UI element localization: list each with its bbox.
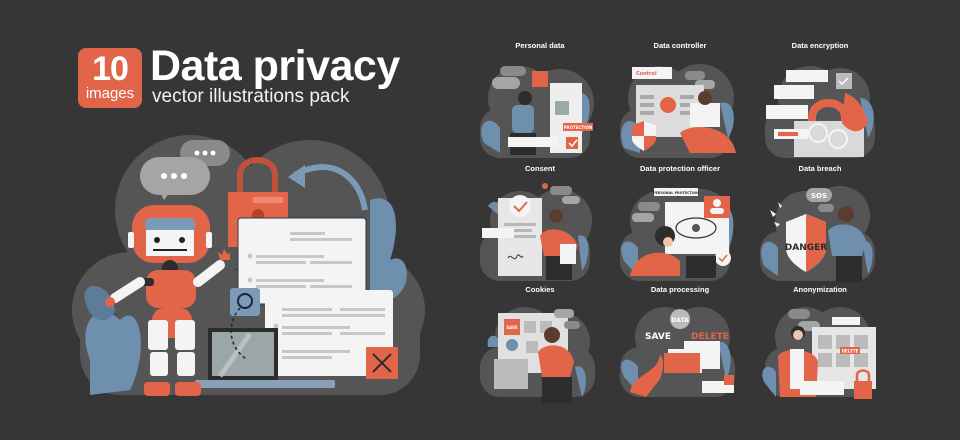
tile-caption: Cookies bbox=[525, 285, 555, 294]
image-count-badge: 10 images bbox=[78, 48, 142, 108]
tile-caption: Data controller bbox=[653, 41, 707, 50]
user-icon bbox=[818, 335, 832, 349]
document-icon bbox=[237, 217, 393, 376]
page-subtitle: vector illustrations pack bbox=[152, 86, 350, 107]
tile-caption: Anonymization bbox=[793, 285, 847, 294]
tile-data-processing: Data processing DATA SAVE DELETE bbox=[610, 285, 750, 405]
svg-text:Control: Control bbox=[636, 71, 657, 77]
data-encryption-illustration bbox=[765, 66, 875, 158]
badge-label: images bbox=[85, 85, 135, 102]
cloud-icon bbox=[506, 339, 518, 351]
checkmark-icon bbox=[566, 137, 578, 149]
tile-caption: Data processing bbox=[650, 285, 710, 294]
fingerprint-icon bbox=[808, 123, 828, 143]
tile-caption: Consent bbox=[525, 164, 555, 173]
data-processing-illustration: DATA SAVE DELETE bbox=[620, 307, 735, 397]
svg-text:SAVE: SAVE bbox=[506, 325, 518, 330]
speech-bubble-icon bbox=[140, 140, 230, 200]
signature-icon bbox=[507, 254, 524, 260]
svg-text:SOS: SOS bbox=[811, 192, 827, 200]
svg-text:SAVE: SAVE bbox=[645, 332, 671, 342]
page-title: Data privacy bbox=[150, 42, 400, 90]
tile-caption: Data encryption bbox=[791, 41, 849, 50]
svg-text:PROTECTION: PROTECTION bbox=[564, 125, 593, 130]
tile-personal-data: Personal data PROTECTION bbox=[470, 41, 610, 161]
data-controller-illustration: Control bbox=[620, 64, 736, 158]
data-breach-illustration: SOS DANGER bbox=[760, 186, 875, 282]
laptop-icon bbox=[686, 256, 716, 278]
badge-number: 10 bbox=[92, 50, 129, 88]
user-icon bbox=[660, 97, 676, 113]
data-icon bbox=[670, 309, 690, 329]
close-icon bbox=[366, 347, 398, 379]
robot-icon bbox=[105, 205, 230, 396]
padlock-icon bbox=[854, 381, 872, 399]
tile-data-controller: Data controller Control bbox=[610, 41, 750, 161]
svg-text:DANGER: DANGER bbox=[785, 243, 828, 253]
tile-anonymization: Anonymization DELETE bbox=[750, 285, 890, 405]
hand-icon bbox=[630, 355, 663, 397]
laptop-icon bbox=[195, 328, 335, 388]
tile-data-protection-officer: Data protection officer PERSONAL PROTECT… bbox=[610, 164, 750, 284]
cookies-illustration: SAVE bbox=[480, 307, 595, 403]
arrow-icon bbox=[770, 202, 782, 227]
padlock-icon bbox=[532, 71, 548, 87]
personal-data-illustration: PROTECTION bbox=[480, 66, 594, 158]
tile-data-breach: Data breach SOS DANGER bbox=[750, 164, 890, 284]
leaf-icon bbox=[84, 198, 407, 395]
svg-text:DELETE: DELETE bbox=[691, 332, 729, 342]
magnifier-icon bbox=[230, 288, 260, 361]
hero-illustration bbox=[70, 120, 430, 410]
speech-bubble-icon bbox=[500, 66, 526, 76]
consent-illustration bbox=[480, 183, 592, 281]
tile-consent: Consent bbox=[470, 164, 610, 284]
image-icon bbox=[524, 321, 536, 333]
eye-icon bbox=[675, 217, 717, 239]
anonymization-illustration: DELETE bbox=[762, 307, 876, 399]
data-protection-officer-illustration: PERSONAL PROTECTION bbox=[620, 188, 734, 281]
tile-data-encryption: Data encryption bbox=[750, 41, 890, 161]
refresh-arrow-icon bbox=[288, 164, 368, 211]
svg-text:PERSONAL PROTECTION: PERSONAL PROTECTION bbox=[653, 191, 699, 195]
tile-caption: Personal data bbox=[515, 41, 565, 50]
tile-cookies: Cookies SAVE bbox=[470, 285, 610, 405]
svg-text:DATA: DATA bbox=[671, 317, 689, 324]
svg-text:DELETE: DELETE bbox=[842, 349, 859, 354]
tile-caption: Data protection officer bbox=[639, 164, 720, 173]
checkmark-icon bbox=[513, 201, 528, 213]
tile-caption: Data breach bbox=[798, 164, 842, 173]
